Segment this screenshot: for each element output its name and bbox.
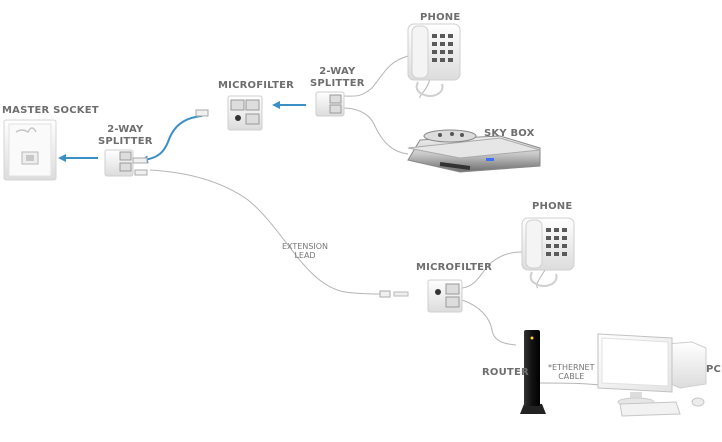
phone-icon-1 <box>407 23 461 97</box>
label-splitter-2-line2: SPLITTER <box>310 78 365 89</box>
cable-mf2-phone2 <box>461 251 523 289</box>
label-splitter-1: 2-WAY SPLITTER <box>98 124 153 148</box>
label-microfilter-2: MICROFILTER <box>416 262 493 273</box>
phone-icon-2 <box>521 217 575 287</box>
label-sky-box: SKY BOX <box>484 128 535 139</box>
flow-arrows <box>58 101 306 164</box>
label-splitter-1-line1: 2-WAY <box>107 124 144 135</box>
label-splitter-2: 2-WAY SPLITTER <box>310 66 365 90</box>
label-extension-lead: EXTENSION LEAD <box>282 242 328 260</box>
arrow-microfilter1-to-splitter1 <box>140 115 203 164</box>
cable-splitter2-skybox <box>342 107 409 155</box>
label-extension-lead-line2: LEAD <box>294 251 316 260</box>
cable-splitter2-phone1 <box>342 55 409 97</box>
label-phone-2: PHONE <box>532 201 573 212</box>
microfilter-icon-2 <box>379 279 463 313</box>
wall-socket-icon <box>3 119 57 181</box>
label-router: ROUTER <box>482 367 529 378</box>
label-ethernet-cable: *ETHERNET CABLE <box>548 363 595 381</box>
microfilter-icon-1 <box>195 95 263 131</box>
cable-extension-lead <box>149 169 383 295</box>
label-ethernet-cable-line1: *ETHERNET <box>548 363 595 372</box>
label-phone-1: PHONE <box>420 12 461 23</box>
label-splitter-1-line2: SPLITTER <box>98 136 153 147</box>
router-icon <box>520 330 546 414</box>
label-splitter-2-line1: 2-WAY <box>319 66 356 77</box>
cables <box>149 55 611 387</box>
sky-box-icon <box>407 129 541 173</box>
pc-icon <box>597 333 707 417</box>
label-master-socket: MASTER SOCKET <box>2 105 99 116</box>
label-microfilter-1: MICROFILTER <box>218 80 295 91</box>
splitter-icon-2 <box>315 91 345 117</box>
label-ethernet-cable-line2: CABLE <box>558 372 585 381</box>
label-extension-lead-line1: EXTENSION <box>282 242 329 251</box>
coil-cord-phone1 <box>419 77 431 99</box>
cable-mf2-router <box>461 299 517 346</box>
coil-cord-phone2 <box>536 269 546 289</box>
label-pc: PC <box>706 364 722 375</box>
splitter-icon-1 <box>104 149 148 177</box>
